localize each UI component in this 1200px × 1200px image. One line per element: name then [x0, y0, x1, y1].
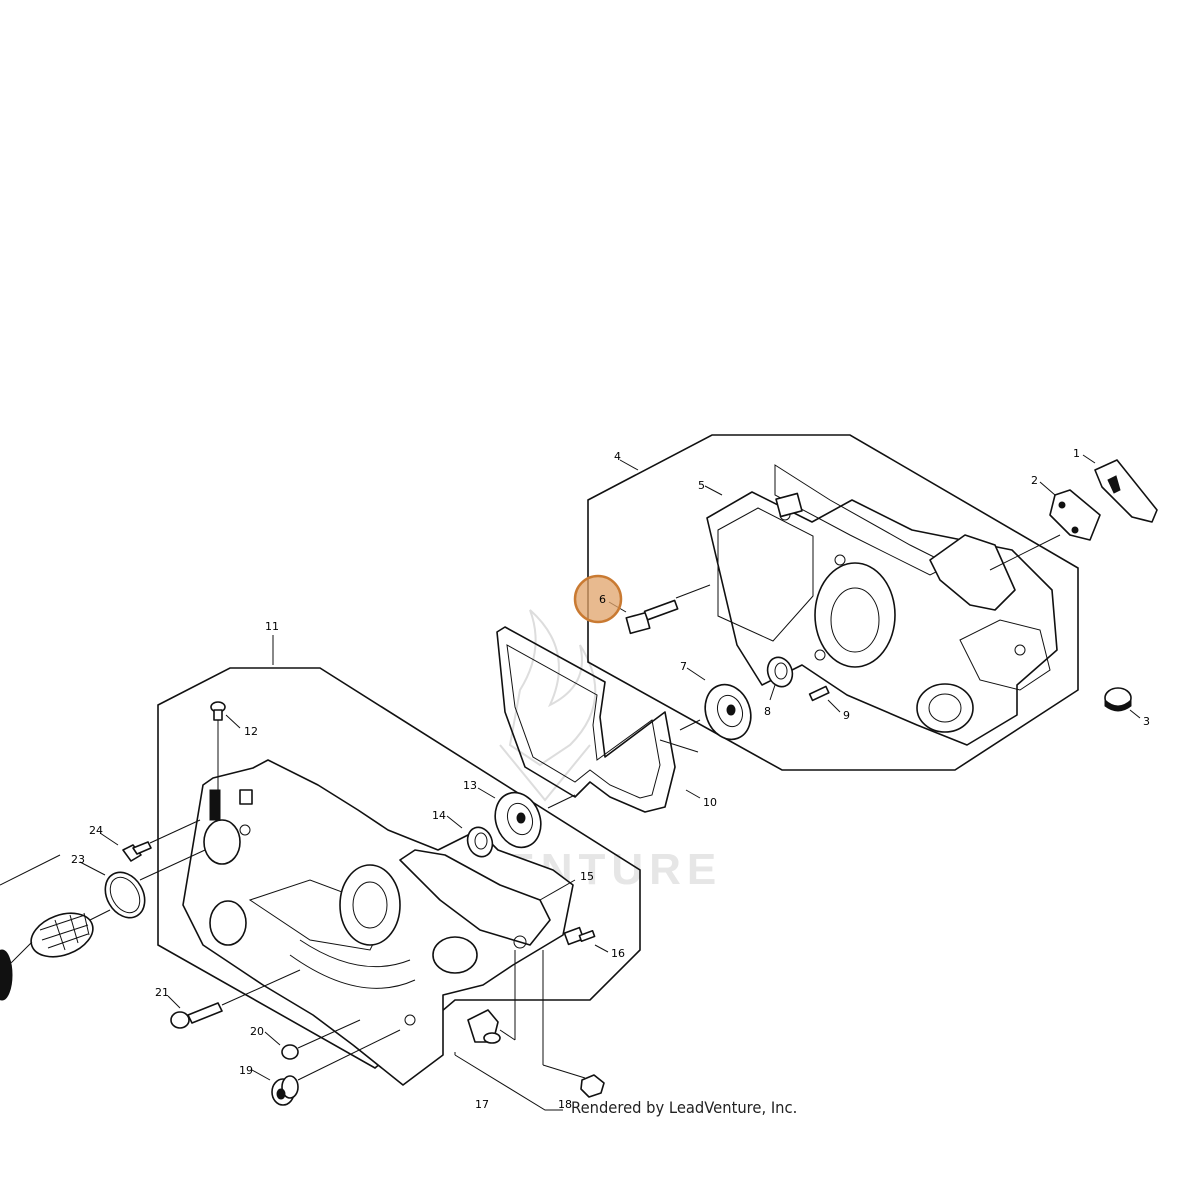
part-17 — [467, 950, 516, 1044]
callout-21[interactable]: 21 — [155, 986, 169, 999]
part-8 — [766, 656, 794, 688]
callout-18[interactable]: 18 — [558, 1098, 572, 1111]
crankcase-half-lower-group — [104, 667, 641, 1111]
part-9 — [808, 685, 830, 702]
callout-24[interactable]: 24 — [89, 824, 103, 837]
part-10-gasket — [496, 626, 699, 813]
callout-4[interactable]: 4 — [614, 450, 621, 463]
callout-10[interactable]: 10 — [703, 796, 717, 809]
watermark-logo — [499, 609, 597, 802]
callout-14[interactable]: 14 — [432, 809, 446, 822]
part-2 — [1049, 489, 1101, 541]
part-24 — [122, 819, 201, 862]
callout-13[interactable]: 13 — [463, 779, 477, 792]
part-3 — [1104, 687, 1132, 712]
callout-17[interactable]: 17 — [475, 1098, 489, 1111]
callout-2[interactable]: 2 — [1031, 474, 1038, 487]
part-14 — [466, 826, 494, 858]
part-6 — [625, 599, 679, 635]
callout-16[interactable]: 16 — [611, 947, 625, 960]
part-19 — [271, 1029, 401, 1106]
part-13 — [494, 791, 542, 849]
callout-1[interactable]: 1 — [1073, 447, 1080, 460]
render-credit: Rendered by LeadVenture, Inc. — [571, 1098, 798, 1117]
callout-6[interactable]: 6 — [599, 593, 606, 606]
part-20 — [281, 1019, 361, 1060]
part-12 — [210, 701, 226, 790]
part-23 — [104, 849, 206, 919]
callout-5[interactable]: 5 — [698, 479, 705, 492]
callout-20[interactable]: 20 — [250, 1025, 264, 1038]
part-21 — [170, 969, 301, 1029]
callout-15[interactable]: 15 — [580, 870, 594, 883]
oil-filter — [0, 909, 111, 1001]
crankcase-half-upper-group — [587, 434, 1158, 771]
crankcase-half-upper — [706, 464, 1058, 746]
callout-19[interactable]: 19 — [239, 1064, 253, 1077]
part-7 — [704, 683, 752, 741]
highlight-marker — [573, 574, 623, 624]
part-18 — [542, 950, 605, 1098]
callout-12[interactable]: 12 — [244, 725, 258, 738]
callout-8[interactable]: 8 — [764, 705, 771, 718]
callouts: 1 2 3 4 5 6 7 8 9 10 11 12 13 14 15 16 1… — [71, 447, 1150, 1111]
part-16 — [563, 926, 596, 946]
callout-11[interactable]: 11 — [265, 620, 279, 633]
part-1 — [1094, 459, 1158, 523]
callout-leaders — [79, 454, 1141, 1081]
callout-9[interactable]: 9 — [843, 709, 850, 722]
callout-23[interactable]: 23 — [71, 853, 85, 866]
callout-7[interactable]: 7 — [680, 660, 687, 673]
callout-3[interactable]: 3 — [1143, 715, 1150, 728]
